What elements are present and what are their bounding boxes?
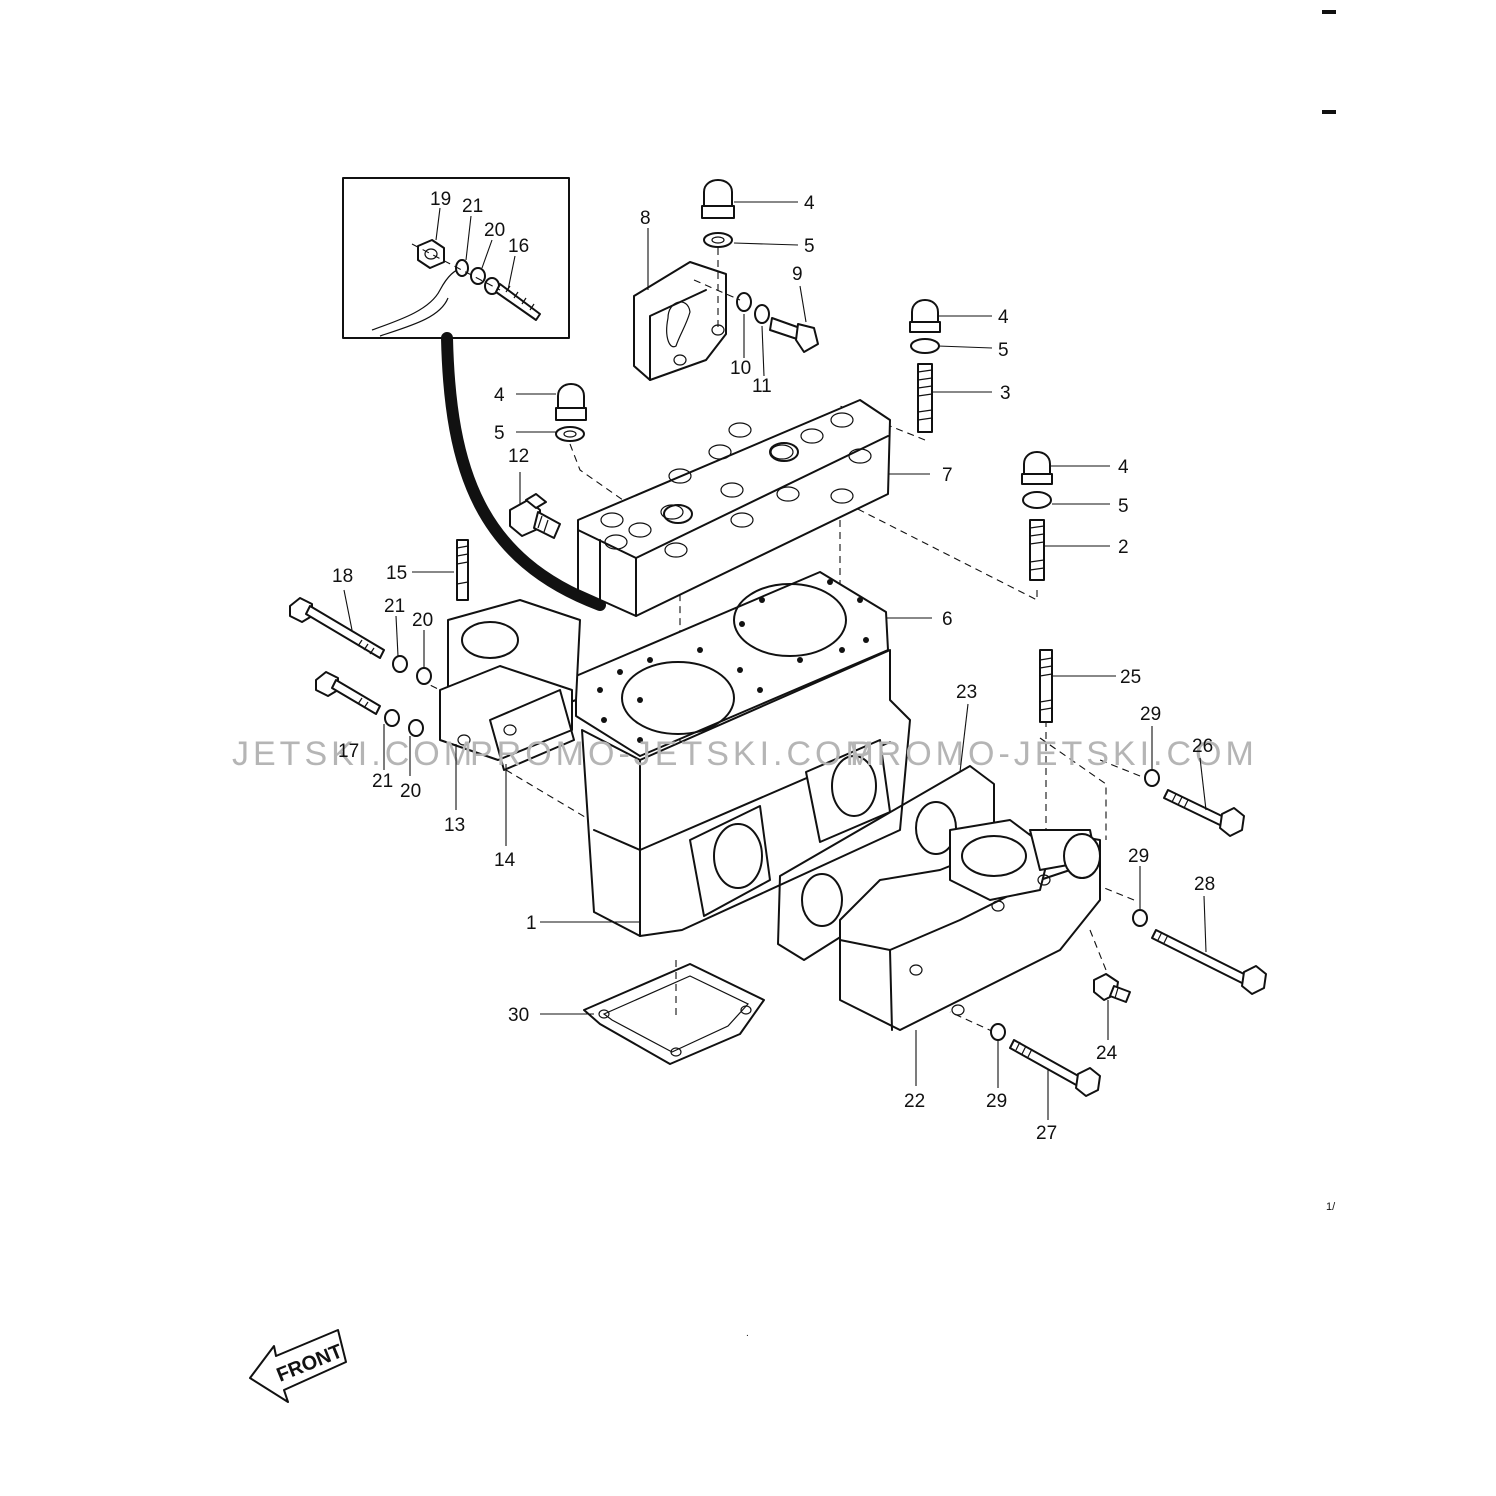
callout-20: 20 bbox=[412, 610, 433, 631]
callout-15: 15 bbox=[386, 563, 407, 584]
callout-21: 21 bbox=[462, 196, 483, 217]
bolt-28 bbox=[1132, 909, 1267, 995]
watermark-right: PROMO-JETSKI.COM bbox=[850, 735, 1258, 773]
cylinder-head bbox=[577, 399, 891, 617]
callout-29: 29 bbox=[1128, 846, 1149, 867]
bolt-26 bbox=[1144, 769, 1245, 837]
callout-18: 18 bbox=[332, 566, 353, 587]
callout-4: 4 bbox=[804, 193, 815, 214]
callout-3: 3 bbox=[1000, 383, 1011, 404]
callout-27: 27 bbox=[1036, 1123, 1057, 1144]
callout-4: 4 bbox=[998, 307, 1009, 328]
callout-21: 21 bbox=[384, 596, 405, 617]
callout-24: 24 bbox=[1096, 1043, 1118, 1064]
callout-22: 22 bbox=[904, 1091, 925, 1112]
callout-26: 26 bbox=[1192, 736, 1213, 757]
exhaust-manifold bbox=[839, 819, 1101, 1031]
gasket-14 bbox=[489, 689, 575, 771]
stud-15 bbox=[456, 539, 469, 601]
callout-16: 16 bbox=[508, 236, 529, 257]
callout-25: 25 bbox=[1120, 667, 1141, 688]
callout-5: 5 bbox=[998, 340, 1009, 361]
bolt-27 bbox=[990, 1023, 1101, 1097]
inset-detail bbox=[342, 177, 606, 611]
callout-10: 10 bbox=[730, 358, 751, 379]
callout-2: 2 bbox=[1118, 537, 1129, 558]
bolt-17 bbox=[315, 671, 424, 737]
leader-lines bbox=[343, 201, 1207, 1120]
callout-28: 28 bbox=[1194, 874, 1215, 895]
bracket-assembly bbox=[633, 261, 819, 381]
callout-23: 23 bbox=[956, 682, 977, 703]
callout-4: 4 bbox=[1118, 457, 1129, 478]
head-gasket bbox=[575, 571, 889, 757]
callout-9: 9 bbox=[792, 264, 803, 285]
callout-1: 1 bbox=[526, 913, 537, 934]
callout-5: 5 bbox=[1118, 496, 1129, 517]
callout-labels: 19 21 20 16 8 4 5 9 10 11 4 5 3 4 5 7 4 … bbox=[332, 189, 1215, 1144]
fitting-24 bbox=[1093, 973, 1131, 1003]
cylinder-block bbox=[439, 599, 911, 937]
watermark-left: JETSKI.COM bbox=[232, 735, 476, 773]
watermark-mid: PROMO-JETSKI.COM bbox=[470, 735, 878, 773]
callout-17: 17 bbox=[338, 741, 359, 762]
stray-mark: . bbox=[746, 1328, 749, 1339]
stud-25 bbox=[1039, 649, 1053, 723]
base-gasket-30 bbox=[583, 963, 765, 1065]
callout-30: 30 bbox=[508, 1005, 529, 1026]
callout-12: 12 bbox=[508, 446, 529, 467]
callout-20: 20 bbox=[484, 220, 505, 241]
corner-note: 1/ bbox=[1326, 1201, 1336, 1213]
bolt-18 bbox=[289, 597, 432, 685]
callout-8: 8 bbox=[640, 208, 651, 229]
front-arrow: FRONT bbox=[249, 1329, 347, 1403]
edge-mark bbox=[1322, 10, 1336, 14]
callout-14: 14 bbox=[494, 850, 516, 871]
callout-5: 5 bbox=[494, 423, 505, 444]
callout-7: 7 bbox=[942, 465, 953, 486]
callout-21: 21 bbox=[372, 771, 393, 792]
fitting-12 bbox=[509, 493, 561, 539]
callout-6: 6 bbox=[942, 609, 953, 630]
callout-13: 13 bbox=[444, 815, 465, 836]
callout-19: 19 bbox=[430, 189, 451, 210]
callout-5: 5 bbox=[804, 236, 815, 257]
cap-nuts bbox=[555, 179, 1053, 581]
callout-29: 29 bbox=[1140, 704, 1161, 725]
callout-20: 20 bbox=[400, 781, 421, 802]
callout-11: 11 bbox=[752, 376, 772, 397]
edge-mark bbox=[1322, 110, 1336, 114]
callout-4: 4 bbox=[494, 385, 505, 406]
callout-29: 29 bbox=[986, 1091, 1007, 1112]
